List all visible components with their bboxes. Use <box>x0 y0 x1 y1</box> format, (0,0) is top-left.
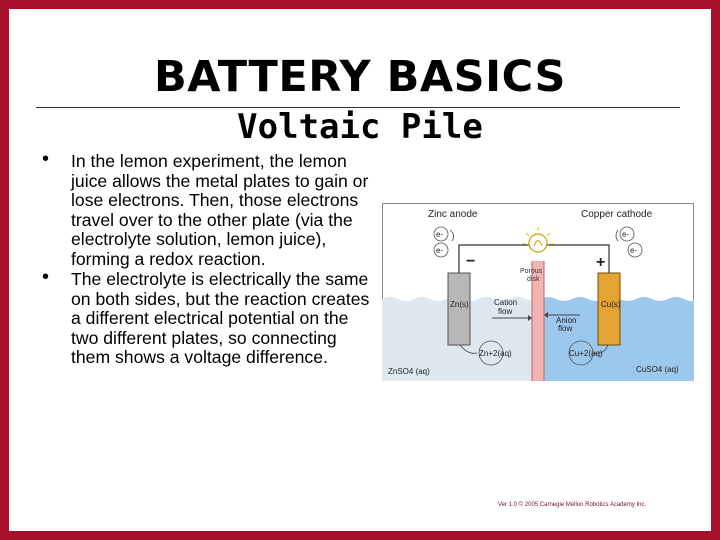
zinc-electrode-label: Zn(s) <box>450 300 469 309</box>
bullet-icon: • <box>42 148 50 170</box>
copper-ion-label: Cu+2(aq) <box>569 349 603 358</box>
plus-sign: + <box>596 254 605 271</box>
voltaic-cell-diagram: Zinc anode Copper cathode e- e- e- e- − … <box>382 203 694 381</box>
cation-flow-label: flow <box>498 307 512 316</box>
cation-flow-label: Cation <box>494 298 517 307</box>
bullet-item: • The electrolyte is electrically the sa… <box>42 266 372 368</box>
zinc-ion-label: Zn+2(aq) <box>479 349 512 358</box>
porous-disk-label: Porous <box>520 268 543 275</box>
electron-label: e- <box>436 246 443 255</box>
copper-electrode-label: Cu(s) <box>601 300 621 309</box>
zinc-electrode <box>447 272 471 346</box>
porous-disk <box>532 261 544 381</box>
slide-subtitle: Voltaic Pile <box>237 107 483 147</box>
anion-flow-label: flow <box>558 324 572 333</box>
left-wire <box>458 244 529 273</box>
bullet-text: The electrolyte is electrically the same… <box>71 269 370 367</box>
slide-title: BATTERY BASICS <box>154 52 566 102</box>
bullet-item: • In the lemon experiment, the lemon jui… <box>42 148 372 269</box>
bullet-icon: • <box>42 266 50 288</box>
copper-electrode <box>597 272 621 346</box>
electron-label: e- <box>436 230 443 239</box>
znso4-label: ZnSO4 (aq) <box>388 367 430 376</box>
bullet-list: • In the lemon experiment, the lemon jui… <box>42 148 372 368</box>
minus-sign: − <box>466 253 475 270</box>
title-divider <box>36 107 680 108</box>
cuso4-label: CuSO4 (aq) <box>636 365 679 374</box>
copyright-footer: Ver 1.0 © 2005 Carnegie Mellon Robotics … <box>498 502 647 508</box>
bulb-icon <box>528 233 548 253</box>
porous-disk-label: disk <box>527 276 540 283</box>
anion-flow-label: Anion <box>556 316 576 325</box>
frame-border-top <box>0 0 720 9</box>
electron-label: e- <box>622 230 629 239</box>
frame-border-right <box>711 0 720 540</box>
frame-border-left <box>0 0 9 540</box>
right-wire <box>547 244 610 273</box>
bullet-text: In the lemon experiment, the lemon juice… <box>71 151 369 269</box>
frame-border-bottom <box>0 531 720 540</box>
electron-label: e- <box>630 246 637 255</box>
copper-cathode-label: Copper cathode <box>581 209 653 220</box>
zinc-anode-label: Zinc anode <box>428 209 478 220</box>
